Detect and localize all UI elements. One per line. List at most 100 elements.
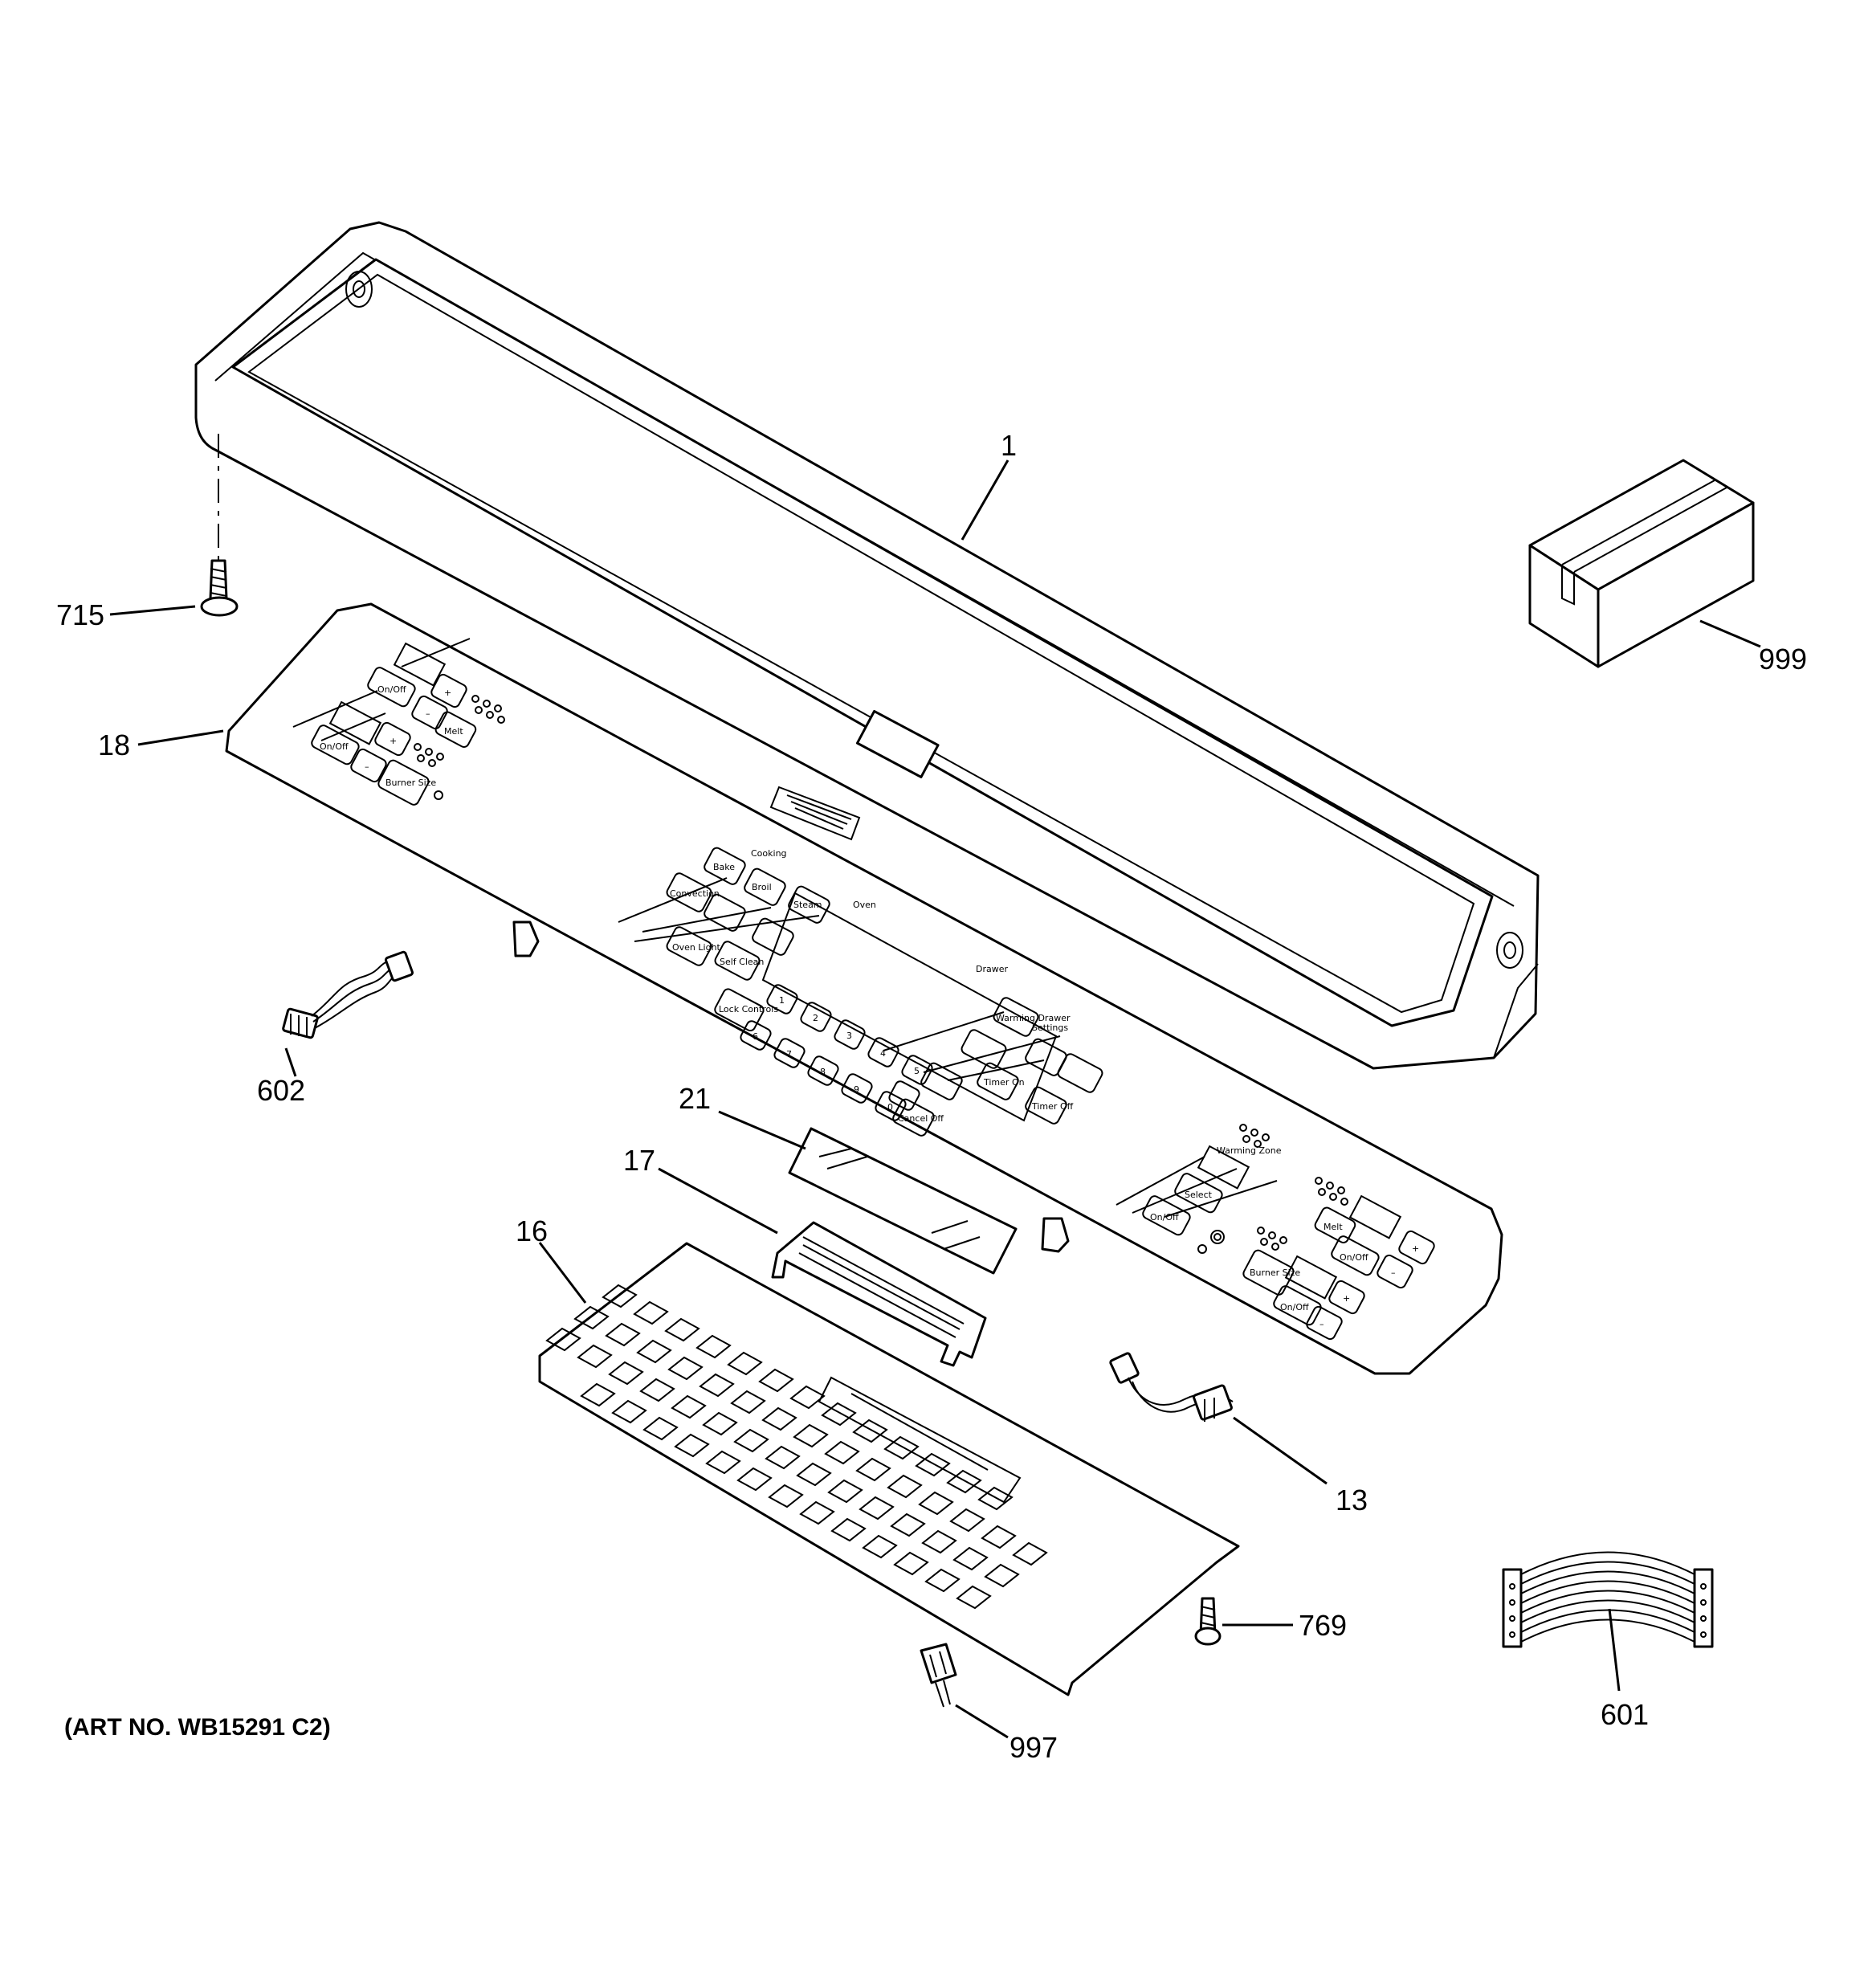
- left-minus2-label: –: [365, 761, 369, 772]
- board-key-pad: [636, 1339, 672, 1364]
- digit-3: 3: [846, 1031, 852, 1041]
- digit-7: 7: [786, 1049, 792, 1059]
- lock-label: Lock Controls: [719, 1004, 778, 1014]
- cooking-label: Cooking: [751, 848, 787, 859]
- digit-1: 1: [779, 995, 785, 1006]
- board-key-pad: [664, 1317, 700, 1342]
- callout-999: 999: [1759, 643, 1807, 676]
- board-key-pad: [611, 1399, 647, 1424]
- drawer-display-label: Drawer: [976, 964, 1008, 974]
- timer-on-label: Timer On: [983, 1077, 1025, 1088]
- board-key-pad: [852, 1419, 888, 1443]
- board-key-pad: [984, 1563, 1020, 1588]
- bake-label: Bake: [713, 862, 735, 872]
- number-keypad: 1 2 3 4 5 6 7 8 9 0: [740, 984, 933, 1121]
- callout-13: 13: [1336, 1484, 1368, 1517]
- board-key-pad: [789, 1385, 826, 1410]
- board-key-pad: [981, 1525, 1017, 1549]
- board-key-pad: [702, 1411, 738, 1436]
- board-key-pad: [977, 1486, 1014, 1511]
- board-key-pad: [893, 1551, 929, 1576]
- warming-drawer-label: Warming Drawer: [996, 1013, 1071, 1023]
- board-key-pad: [862, 1534, 898, 1559]
- board-key-pad: [859, 1496, 895, 1521]
- right-minus2-label: –: [1319, 1319, 1324, 1329]
- timer-off-label: Timer Off: [1031, 1101, 1074, 1112]
- left-onoff2-label: On/Off: [320, 741, 349, 752]
- board-key-pad: [577, 1344, 613, 1369]
- board-key-pad: [924, 1568, 961, 1593]
- connector-997: [920, 1643, 957, 1708]
- board-key-pad: [855, 1457, 891, 1482]
- right-select-label: Select: [1185, 1190, 1213, 1200]
- board-key-pad: [827, 1479, 863, 1504]
- display-lens-21: [788, 1127, 1018, 1275]
- board-key-pad: [758, 1368, 794, 1393]
- board-key-pad: [642, 1416, 679, 1441]
- board-key-pad: [796, 1462, 832, 1487]
- digit-0: 0: [887, 1102, 893, 1112]
- board-key-pad: [573, 1305, 610, 1330]
- board-key-pad: [736, 1467, 773, 1492]
- oven-display-label: Oven: [853, 900, 876, 910]
- board-key-pad: [799, 1500, 835, 1525]
- left-plus-label: +: [444, 688, 451, 698]
- board-key-pad: [952, 1546, 989, 1571]
- left-onoff-label: On/Off: [377, 684, 406, 695]
- left-cooktop-keys: On/Off + – + Melt On/Off – Burner Size: [292, 638, 505, 806]
- left-plus2-label: +: [390, 736, 397, 746]
- board-key-pad: [921, 1529, 957, 1554]
- board-key-pad: [949, 1508, 985, 1533]
- left-burner-label: Burner Size: [385, 778, 436, 788]
- callout-602: 602: [257, 1074, 305, 1107]
- control-board-16: [538, 1242, 1240, 1696]
- screw-715: [200, 434, 239, 617]
- right-cooktop-keys: Warming Zone Select On/Off Melt On/Off +…: [1115, 1124, 1435, 1341]
- board-key-pad: [674, 1433, 710, 1458]
- right-burner-label: Burner Size: [1250, 1268, 1300, 1278]
- board-key-pad: [545, 1327, 581, 1352]
- board-key-pad: [761, 1406, 797, 1431]
- digit-6: 6: [753, 1031, 758, 1042]
- left-minus-label: –: [426, 708, 430, 719]
- leader-lines: [109, 459, 1761, 1739]
- digit-9: 9: [854, 1084, 859, 1095]
- oven-light-label: Oven Light: [672, 942, 721, 953]
- board-key-pad: [671, 1394, 707, 1419]
- right-plus-label: +: [1412, 1243, 1419, 1254]
- relay-grid: [545, 1284, 1048, 1610]
- callout-1: 1: [1001, 429, 1017, 462]
- board-key-pad: [830, 1517, 867, 1542]
- callout-601: 601: [1601, 1698, 1649, 1731]
- left-melt-label: Melt: [444, 726, 463, 737]
- ribbon-cable-601: [1502, 1551, 1714, 1648]
- warming-zone-label: Warming Zone: [1217, 1145, 1282, 1156]
- board-key-pad: [915, 1452, 951, 1477]
- board-key-pad: [768, 1484, 804, 1508]
- board-key-pad: [887, 1474, 923, 1499]
- settings-label: Settings: [1032, 1023, 1068, 1033]
- board-key-pad: [633, 1300, 669, 1325]
- steam-label: Steam: [793, 900, 822, 910]
- board-key-pad: [699, 1373, 735, 1398]
- callout-18: 18: [98, 729, 130, 761]
- right-minus-label: –: [1391, 1268, 1396, 1278]
- self-clean-label: Self Clean: [720, 957, 764, 967]
- board-key-pad: [730, 1390, 766, 1414]
- board-key-pad: [605, 1322, 641, 1347]
- right-onoff3-label: On/Off: [1280, 1302, 1309, 1312]
- callout-21: 21: [679, 1082, 711, 1115]
- cancel-off-label: Cancel Off: [898, 1113, 944, 1124]
- trim-frame-part: [194, 221, 1540, 1070]
- digit-4: 4: [880, 1048, 886, 1059]
- callout-16: 16: [516, 1214, 548, 1247]
- right-plus2-label: +: [1343, 1293, 1350, 1304]
- control-panel-overlay: On/Off + – + Melt On/Off – Burner Size: [225, 602, 1503, 1375]
- callout-997: 997: [1009, 1731, 1058, 1764]
- board-key-pad: [667, 1356, 704, 1381]
- board-key-pad: [1012, 1541, 1048, 1566]
- broil-label: Broil: [752, 882, 772, 892]
- wire-harness-602: [282, 950, 414, 1039]
- display-board-17: [771, 1221, 987, 1367]
- board-key-pad: [793, 1423, 829, 1448]
